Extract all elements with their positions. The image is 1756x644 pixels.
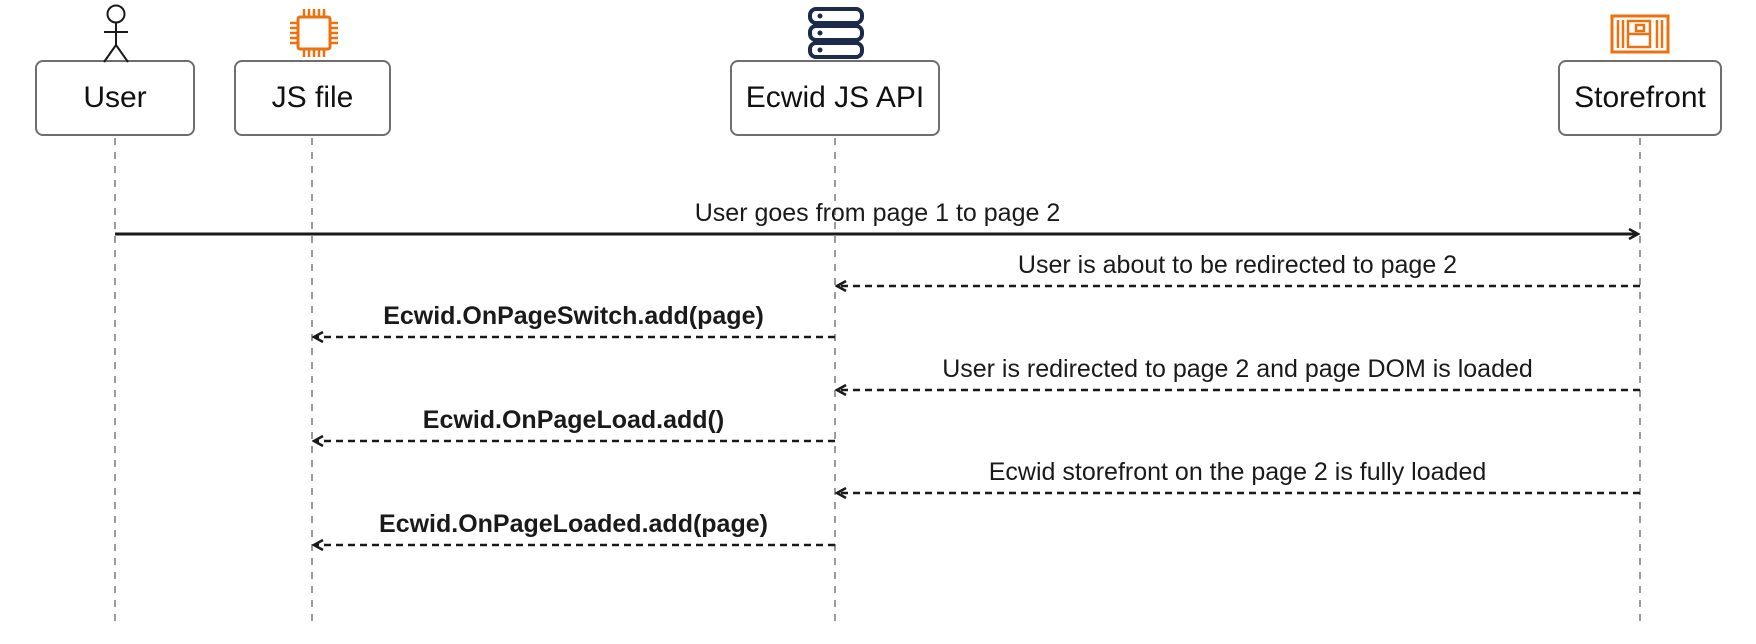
- message-label: Ecwid storefront on the page 2 is fully …: [988, 458, 1487, 486]
- participant-storefront: Storefront: [1558, 60, 1722, 136]
- participant-label: User: [83, 81, 147, 114]
- message-label: Ecwid.OnPageLoad.add(): [422, 406, 725, 434]
- storefront-icon: [1610, 14, 1670, 54]
- message-label: Ecwid.OnPageLoaded.add(page): [379, 510, 768, 538]
- person-icon: [103, 4, 129, 63]
- participant-label: Storefront: [1574, 81, 1706, 114]
- message-label: User goes from page 1 to page 2: [694, 199, 1061, 227]
- messages: [115, 234, 1640, 545]
- message-label: User is redirected to page 2 and page DO…: [942, 355, 1533, 383]
- message-label: Ecwid.OnPageSwitch.add(page): [383, 302, 764, 330]
- participant-ecwid-js-api: Ecwid JS API: [730, 60, 940, 136]
- server-icon: [808, 7, 864, 59]
- message-label: User is about to be redirected to page 2: [1017, 251, 1458, 279]
- chip-icon: [290, 9, 338, 57]
- participant-label: Ecwid JS API: [745, 81, 925, 114]
- participant-user: User: [35, 60, 195, 136]
- participant-js-file: JS file: [234, 60, 391, 136]
- participant-label: JS file: [271, 81, 354, 114]
